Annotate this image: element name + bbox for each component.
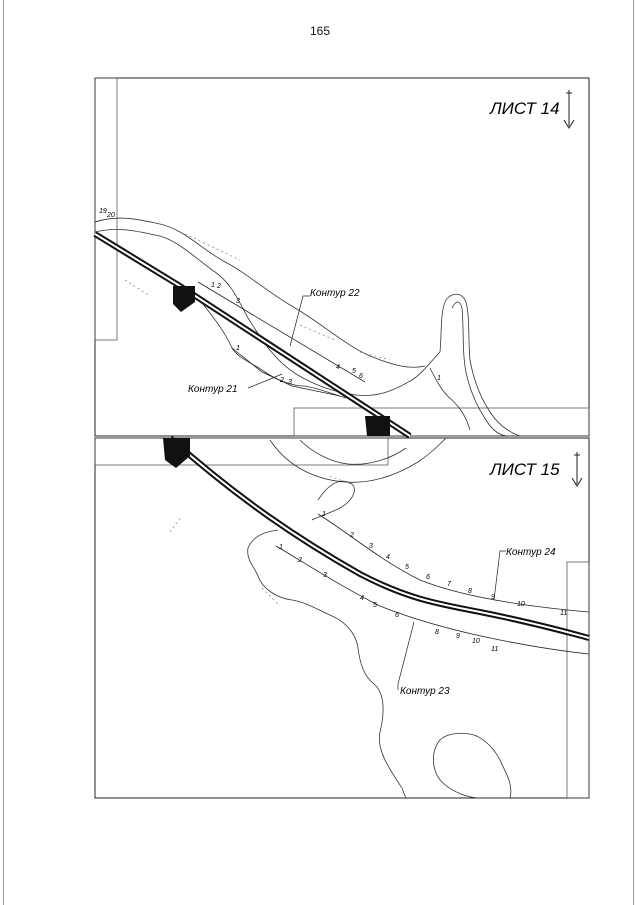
- contour-23-line: [275, 545, 590, 655]
- contour-21-label: Контур 21: [188, 384, 238, 395]
- contour-23-label: Контур 23: [400, 686, 450, 697]
- contour-21-line: [231, 347, 341, 397]
- sheet-15-terrain-marks: [169, 475, 351, 607]
- contour-24-leader: [493, 550, 506, 601]
- point-label: 4: [336, 364, 340, 371]
- point-label: 11: [560, 610, 567, 617]
- sheet-15-shoreline: [247, 437, 512, 799]
- point-label: 2: [297, 557, 302, 564]
- point-label: 6: [395, 612, 399, 619]
- point-label: 1: [322, 511, 326, 518]
- bridge-block: [173, 286, 195, 312]
- page-left-edge: [3, 0, 4, 905]
- point-label: 6: [359, 373, 363, 380]
- sheet-14-frame: [94, 77, 590, 437]
- page-right-edge: [633, 0, 634, 905]
- point-label: 2: [279, 377, 284, 384]
- sheet-14-shoreline: [94, 217, 521, 437]
- point-label: 10: [517, 601, 525, 608]
- point-label: 4: [360, 595, 364, 602]
- point-label: 8: [468, 588, 472, 595]
- sheet-14-left-overlap: [94, 77, 118, 341]
- point-label: 5: [373, 602, 377, 609]
- bridge-block: [163, 438, 190, 468]
- point-label: 1: [236, 345, 240, 352]
- point-label: 2: [349, 532, 354, 539]
- sheet-14: ЛИСТ 14: [93, 77, 590, 439]
- point-label: 9: [456, 633, 460, 640]
- contour-23-leader: [397, 621, 415, 690]
- sheet-14-bottom-overlap: [293, 407, 590, 437]
- point-label: 7: [447, 581, 452, 588]
- north-arrow-icon: [563, 90, 575, 129]
- point-label: 9: [491, 594, 495, 601]
- contour-24-label: Контур 24: [506, 547, 556, 558]
- point-label: 3: [236, 298, 240, 305]
- page-number: 165: [309, 24, 331, 38]
- sheet-15-road: [168, 435, 590, 641]
- sheet-14-title: ЛИСТ 14: [489, 99, 560, 118]
- north-arrow-icon: [571, 452, 583, 487]
- sheet-15-top-overlap: [94, 437, 389, 466]
- contour-24-line: [317, 513, 590, 613]
- point-label: 20: [106, 212, 115, 219]
- point-label: 1: [211, 282, 215, 289]
- sheet-15-title: ЛИСТ 15: [489, 460, 560, 479]
- sheet-14-road: [93, 231, 412, 439]
- point-label: 19: [99, 208, 107, 215]
- point-label: 3: [369, 543, 373, 550]
- point-label: 6: [426, 574, 430, 581]
- sheet-14-terrain-marks: [124, 233, 391, 361]
- point-label: 8: [435, 629, 439, 636]
- point-label: 4: [386, 554, 390, 561]
- contour-22-label: Контур 22: [310, 288, 360, 299]
- point-label: 3: [323, 572, 327, 579]
- point-label: 3: [288, 379, 292, 386]
- point-label: 2: [216, 283, 221, 290]
- point-label: 1: [437, 375, 441, 382]
- contour-22-line: [197, 281, 366, 383]
- bridge-block: [365, 416, 390, 436]
- sheet-15-right-overlap: [566, 561, 590, 799]
- point-label: 5: [352, 368, 356, 375]
- sheet-15: ЛИСТ 15 Ко: [94, 435, 590, 799]
- point-label: 5: [405, 564, 409, 571]
- contour-22-leader: [289, 295, 310, 347]
- point-label: 1: [279, 544, 283, 551]
- point-label: 10: [472, 638, 480, 645]
- contour-21-leader: [247, 373, 283, 389]
- point-label: 11: [491, 646, 498, 653]
